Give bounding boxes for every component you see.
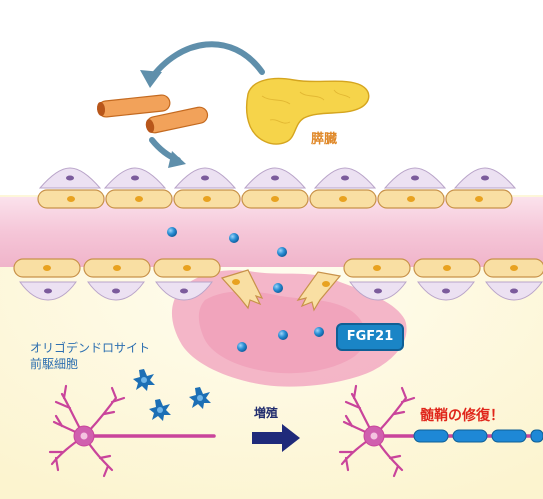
proliferation-arrow-icon [252, 424, 300, 452]
opc-label-line1: オリゴデンドロサイト [30, 341, 151, 355]
fgf21-badge: FGF21 [336, 323, 404, 351]
opc-label: オリゴデンドロサイト 前駆細胞 [30, 340, 150, 372]
neuron-unmyelinated [48, 384, 216, 478]
blood-vessel-lumen [0, 197, 543, 267]
opc-label-line2: 前駆細胞 [30, 357, 79, 371]
fgf21-particles [167, 227, 324, 352]
myelin-sheath [413, 429, 543, 443]
endothelial-row-top [37, 189, 513, 209]
endothelial-row-bottom [13, 258, 543, 278]
pericyte-row-top [38, 167, 517, 189]
proliferation-label: 増殖 [254, 406, 279, 420]
tube-icon [96, 94, 209, 134]
myelin-repair-label: 髄鞘の修復！ [420, 408, 504, 424]
circulation-arrowhead-down [168, 151, 186, 168]
pericyte-row-bottom [19, 281, 543, 301]
pancreas-icon [245, 77, 370, 145]
circulation-arrow-top [147, 41, 265, 83]
pancreas-label: 膵臓 [311, 132, 338, 147]
opc-icon [133, 369, 211, 421]
circulation-arrowhead-top [140, 70, 162, 88]
damaged-endothelial-cells [220, 269, 342, 312]
